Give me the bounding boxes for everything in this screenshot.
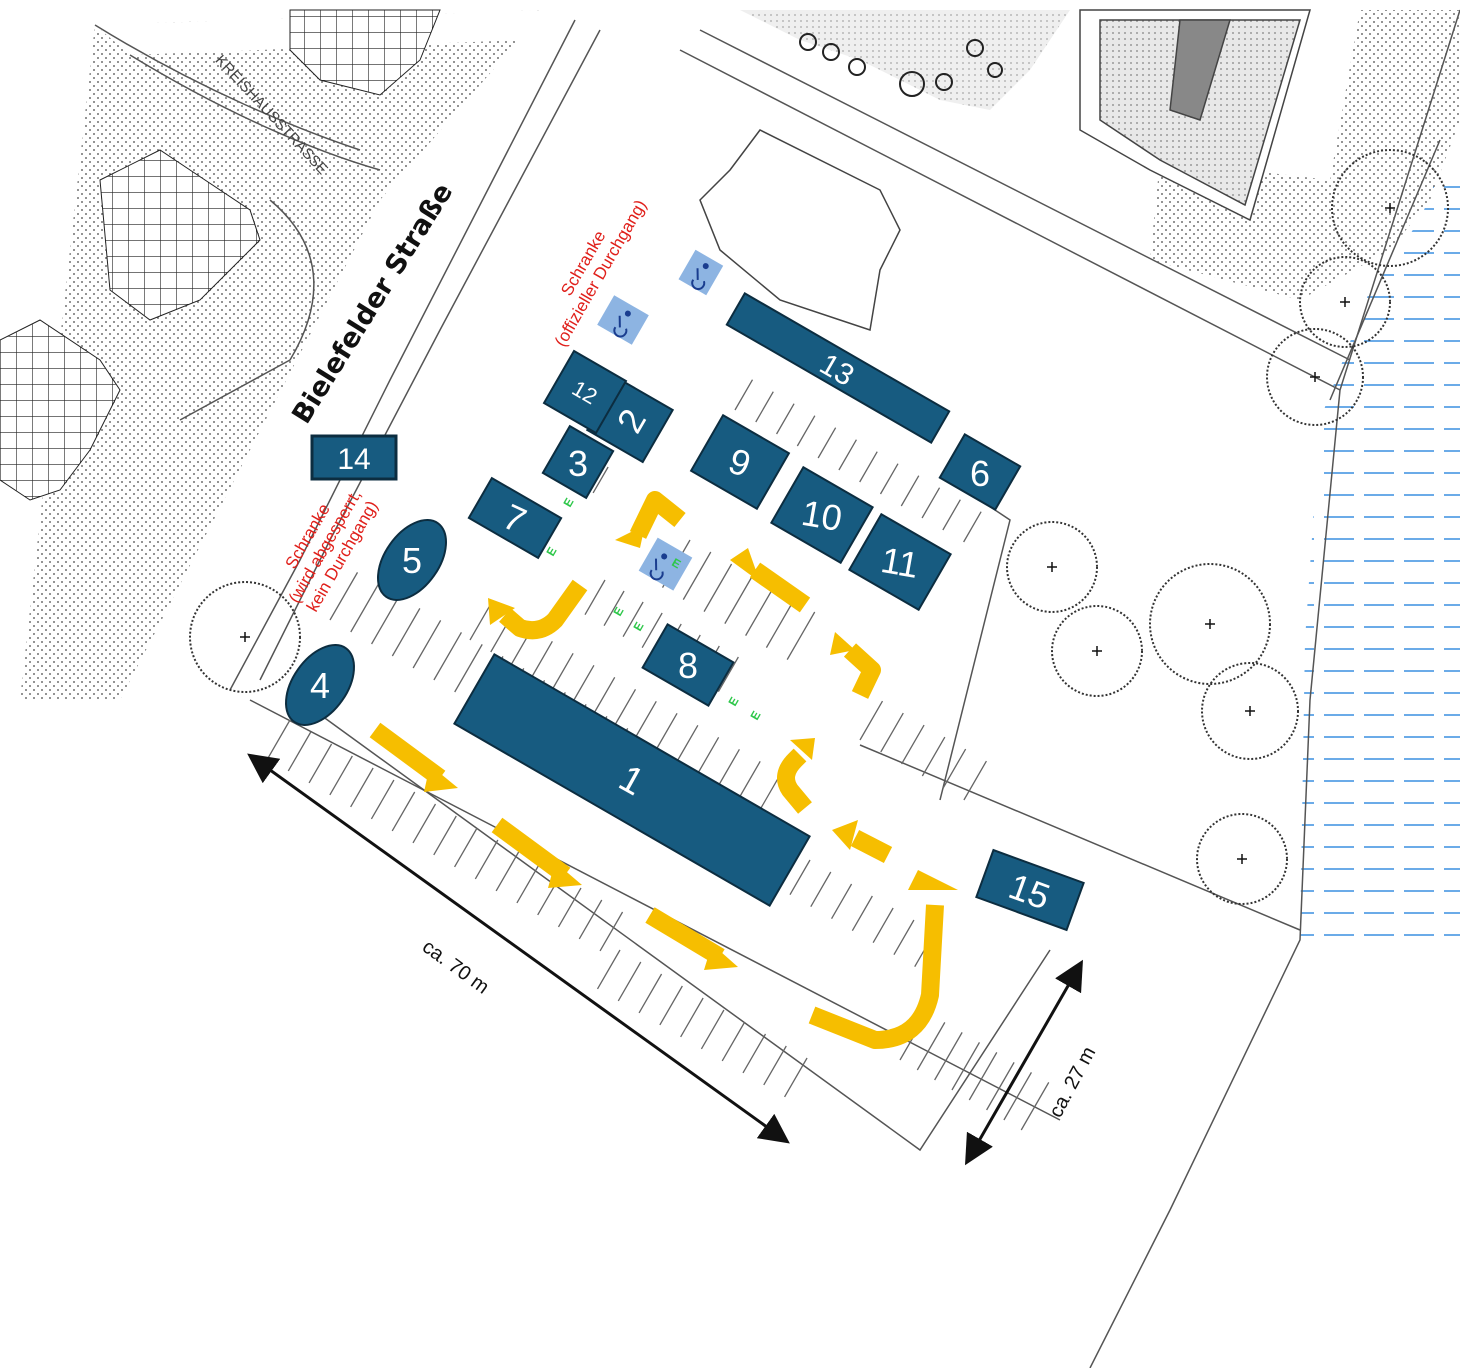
ev-charging-icon: E — [543, 545, 559, 559]
dimension-width-label: ca. 27 m — [1045, 1043, 1100, 1121]
wheelchair-icon — [597, 295, 649, 345]
barrier-note-closed: Schranke (wird abgesperrt, kein Durchgan… — [281, 486, 381, 615]
trees — [189, 149, 1449, 905]
tree-icon — [1266, 328, 1364, 426]
zone-1[interactable]: 1 — [453, 652, 811, 908]
arrow-icon — [730, 548, 811, 613]
arrow-icon — [488, 579, 588, 640]
plaza — [740, 10, 1070, 110]
ev-charging-icon: E — [747, 709, 763, 723]
zones: 1 2 3 4 5 6 7 8 — [272, 292, 1085, 932]
wheelchair-icon: E — [638, 537, 693, 591]
dimension-length-label: ca. 70 m — [418, 936, 493, 999]
zone-9[interactable]: 9 — [689, 413, 791, 511]
arrow-icon — [615, 491, 686, 548]
zone-5-label: 5 — [402, 540, 422, 581]
zone-8-label: 8 — [678, 645, 698, 686]
ev-charging-icon: E — [610, 605, 626, 619]
zone-11[interactable]: 11 — [847, 512, 953, 612]
zone-5[interactable]: 5 — [364, 508, 460, 613]
buildings-grid — [0, 9, 441, 501]
ev-charging-icon: E — [560, 496, 576, 510]
zone-3[interactable]: 3 — [541, 424, 615, 500]
zone-10-label: 10 — [799, 492, 846, 539]
arrow-icon — [777, 738, 815, 814]
zone-10[interactable]: 10 — [769, 465, 875, 565]
arrow-icon — [491, 817, 582, 888]
zone-4[interactable]: 4 — [272, 633, 368, 738]
tree-icon — [1006, 521, 1098, 613]
arrow-icon — [830, 632, 881, 699]
zone-6[interactable]: 6 — [938, 432, 1022, 512]
tree-icon — [1331, 149, 1449, 267]
zone-3-label: 3 — [568, 443, 588, 484]
tree-icon — [1201, 662, 1299, 760]
zone-15[interactable]: 15 — [975, 848, 1085, 932]
tree-icon — [1051, 605, 1143, 697]
zone-11-label: 11 — [878, 539, 922, 586]
tree-icon — [1196, 813, 1288, 905]
arrow-icon — [369, 722, 458, 792]
zone-14-label: 14 — [337, 443, 370, 476]
zone-7[interactable]: 7 — [467, 476, 563, 560]
zone-12[interactable]: 12 — [542, 349, 628, 435]
water-area — [1300, 170, 1460, 940]
arrow-icon — [832, 820, 893, 864]
zone-8[interactable]: 8 — [641, 622, 735, 708]
zone-6-label: 6 — [970, 453, 990, 494]
ev-charging-icon: E — [725, 695, 741, 709]
zone-4-label: 4 — [310, 665, 330, 706]
arrow-icon — [808, 870, 958, 1049]
wheelchair-icon — [678, 249, 724, 296]
building-top — [699, 9, 1311, 331]
ev-charging-icon: E — [630, 620, 646, 634]
tree-icon — [1299, 256, 1391, 348]
tree-icon — [189, 581, 301, 693]
accessible-spots: E — [597, 249, 724, 591]
ev-charging-spots: E E E E E E — [543, 496, 763, 723]
tree-icon — [1149, 563, 1271, 685]
dimension-width: ca. 27 m — [965, 959, 1100, 1166]
zone-14[interactable]: 14 — [310, 434, 398, 481]
arrow-icon — [645, 907, 738, 970]
